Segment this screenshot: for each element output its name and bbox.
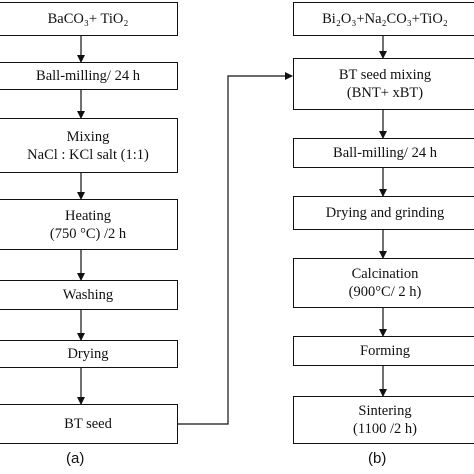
right-step-sintering-title: Sintering — [358, 403, 412, 419]
right-step-sintering: Sintering (1100 /2 h) — [293, 396, 474, 444]
panel-label-a: (a) — [66, 450, 85, 467]
right-step-calcination: Calcination (900°C/ 2 h) — [293, 258, 474, 308]
right-step-drying-grinding-text: Drying and grinding — [325, 205, 445, 221]
left-step-bt-seed: BT seed — [0, 404, 178, 444]
left-step-raw-materials: BaCO₃+ TiO₂ — [0, 2, 178, 36]
right-step-drying-grinding: Drying and grinding — [293, 196, 474, 230]
right-step-bt-seed-mixing: BT seed mixing (BNT+ xBT) — [293, 58, 474, 110]
left-step-heating-detail: (750 °C) /2 h — [49, 225, 127, 242]
left-step-ball-milling-text: Ball-milling/ 24 h — [36, 68, 140, 84]
left-step-washing-text: Washing — [62, 287, 114, 303]
right-step-ball-milling-text: Ball-milling/ 24 h — [333, 145, 437, 161]
panel-label-b: (b) — [368, 450, 387, 467]
right-step-bt-seed-mixing-detail: (BNT+ xBT) — [346, 85, 424, 101]
right-step-raw-materials: Bi₂O₃+Na₂CO₃+TiO₂ — [293, 2, 474, 36]
right-step-calcination-detail: (900°C/ 2 h) — [348, 284, 422, 300]
right-step-ball-milling: Ball-milling/ 24 h — [293, 138, 474, 168]
left-step-mixing-detail: NaCl : KCl salt (1:1) — [27, 146, 149, 163]
left-step-heating: Heating (750 °C) /2 h — [0, 199, 178, 250]
left-step-drying: Drying — [0, 340, 178, 368]
arrow-bt-seed-to-mixing — [178, 72, 293, 425]
right-step-forming: Forming — [293, 336, 474, 366]
left-step-heating-title: Heating — [65, 207, 111, 224]
left-step-washing: Washing — [0, 280, 178, 310]
right-step-raw-materials-text: Bi₂O₃+Na₂CO₃+TiO₂ — [322, 11, 448, 27]
right-step-bt-seed-mixing-title: BT seed mixing — [338, 67, 432, 83]
left-step-bt-seed-text: BT seed — [64, 416, 112, 432]
left-step-mixing: Mixing NaCl : KCl salt (1:1) — [0, 118, 178, 173]
left-step-drying-text: Drying — [67, 346, 109, 362]
right-step-forming-text: Forming — [360, 343, 410, 359]
left-step-mixing-title: Mixing — [66, 128, 110, 145]
right-step-sintering-detail: (1100 /2 h) — [353, 421, 417, 437]
left-step-raw-materials-text: BaCO₃+ TiO₂ — [47, 11, 129, 27]
right-step-calcination-title: Calcination — [351, 266, 419, 282]
left-step-ball-milling: Ball-milling/ 24 h — [0, 62, 178, 90]
